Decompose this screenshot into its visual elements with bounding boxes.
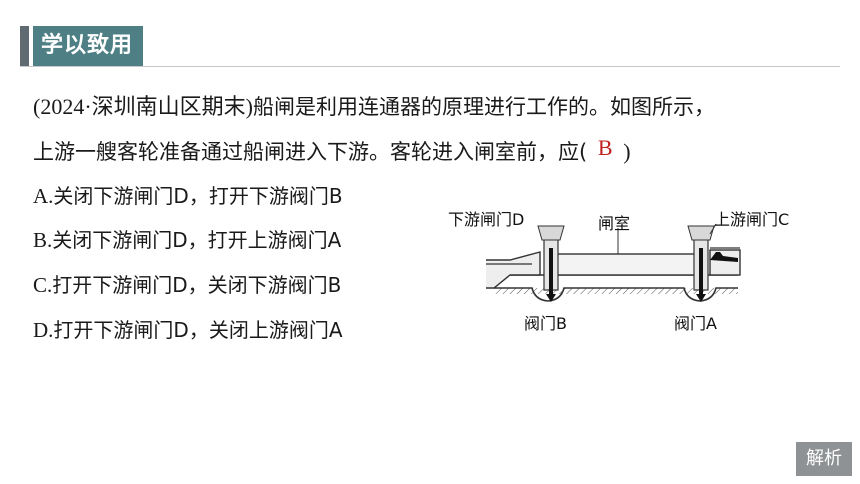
question-stem-2: 上游一艘客轮准备通过船闸进入下游。客轮进入闸室前，应(: [33, 140, 588, 164]
option-d[interactable]: D.打开下游闸门D，关闭上游阀门A: [33, 316, 343, 344]
label-lock-chamber: 闸室: [598, 214, 631, 233]
question-close-paren: ): [623, 139, 631, 164]
upstream-water: [709, 249, 741, 276]
question-source: (2024·深圳南山区期末): [33, 94, 253, 119]
option-text: 关闭下游闸门D，打开下游阀门B: [53, 184, 343, 208]
label-valve-a: 阀门A: [674, 314, 717, 333]
downstream-gate-top: [537, 225, 565, 241]
section-header: 学以致用: [20, 26, 144, 66]
option-c[interactable]: C.打开下游闸门D，关闭下游阀门B: [33, 271, 341, 299]
label-leader-gate-c: [709, 223, 717, 235]
answer-text: B: [597, 135, 613, 160]
upstream-gate-top: [687, 225, 715, 241]
channel-floor: [494, 287, 738, 302]
option-a[interactable]: A.关闭下游闸门D，打开下游阀门B: [33, 182, 343, 210]
section-title: 学以致用: [33, 26, 144, 66]
option-letter: C.: [33, 273, 53, 297]
header-divider: [20, 66, 840, 67]
label-downstream-gate: 下游闸门D: [448, 210, 525, 229]
option-letter: B.: [33, 228, 53, 252]
valve-b-arrow: [546, 294, 556, 302]
option-b[interactable]: B.关闭下游闸门D，打开上游阀门A: [33, 226, 341, 254]
ground-hatching: [494, 288, 738, 294]
solution-button[interactable]: 解析: [796, 442, 852, 476]
ship-lock-illustration: [486, 223, 741, 302]
downstream-water: [486, 251, 541, 289]
label-upstream-gate: 上游闸门C: [714, 210, 790, 229]
option-letter: A.: [33, 184, 54, 208]
option-text: 关闭下游闸门D，打开上游阀门A: [52, 228, 342, 252]
ship-lock-diagram: 下游闸门D 闸室 上游闸门C 阀门B 阀门A: [448, 200, 808, 336]
option-text: 打开下游闸门D，关闭下游阀门B: [52, 273, 342, 297]
chamber-water: [555, 253, 697, 276]
label-valve-b: 阀门B: [524, 314, 567, 333]
header-accent-bar: [20, 26, 29, 66]
option-text: 打开下游闸门D，关闭上游阀门A: [53, 318, 343, 342]
question-stem-1: 船闸是利用连通器的原理进行工作的。如图所示，: [252, 95, 715, 119]
option-letter: D.: [33, 318, 54, 342]
question-line-1: (2024·深圳南山区期末)船闸是利用连通器的原理进行工作的。如图所示，: [33, 92, 715, 122]
question-line-2: 上游一艘客轮准备通过船闸进入下游。客轮进入闸室前，应( B): [33, 135, 631, 167]
ship-icon: [710, 252, 738, 262]
valve-a-arrow: [696, 294, 706, 302]
